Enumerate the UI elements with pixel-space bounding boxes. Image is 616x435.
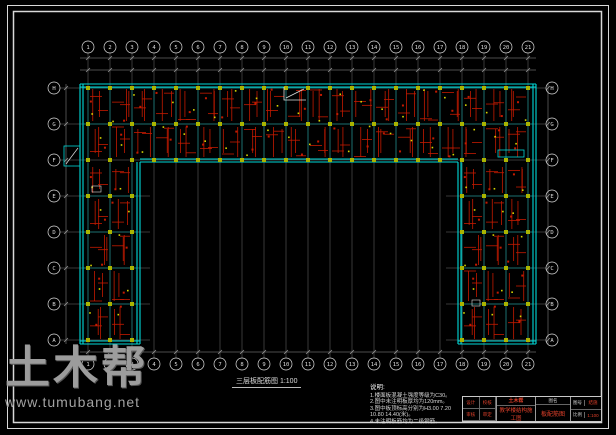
axis-label: 4 — [152, 45, 156, 51]
axis-label: B — [550, 302, 554, 308]
axis-label: 15 — [393, 45, 400, 51]
axis-label: 16 — [415, 45, 422, 51]
axis-label: 14 — [371, 362, 378, 368]
note-line: 2.图中未注明板厚均为120mm。 — [370, 399, 448, 405]
axis-label: C — [52, 266, 55, 272]
axis-label: 2 — [108, 362, 111, 368]
axis-label: C — [550, 266, 553, 272]
axis-label: 7 — [218, 45, 221, 51]
axis-label: 6 — [196, 362, 199, 368]
axis-label: 10 — [283, 362, 290, 368]
notes-heading: 说明: — [370, 384, 385, 391]
note-line: 4.未注明板筋均为二级钢筋。 — [370, 418, 441, 425]
drawing-no: 结施 — [588, 399, 598, 405]
axis-label: 6 — [196, 45, 199, 51]
axis-label: 11 — [305, 45, 312, 51]
role-cell: 设计 — [463, 397, 480, 409]
axis-label: 19 — [481, 45, 488, 51]
role-cell: 审定 — [479, 409, 496, 421]
axis-label: 21 — [525, 362, 532, 368]
axis-label: H — [550, 86, 553, 92]
axis-label: 16 — [415, 362, 422, 368]
axis-label: A — [550, 338, 554, 344]
axis-bubbles: 1122334455667788991010111112121313141415… — [47, 40, 559, 371]
drawing-name-label: 图名 — [536, 397, 570, 405]
axis-label: 21 — [525, 45, 532, 51]
axis-label: 12 — [327, 362, 334, 368]
yellow-tags — [89, 89, 527, 318]
drawing-no-label: 图号 — [571, 399, 585, 406]
drawing-no-row: 图号 结施 — [571, 397, 601, 410]
title-block-drawing: 图名 板配筋图 — [536, 397, 571, 421]
axis-label: 12 — [327, 45, 334, 51]
axis-label: 3 — [130, 362, 133, 368]
sheet-frame — [7, 5, 609, 429]
title-block-mid: 土木帮 教学楼结构施工图 — [497, 397, 536, 421]
axis-label: 2 — [108, 45, 111, 51]
axis-label: E — [52, 194, 55, 200]
axis-label: B — [52, 302, 56, 308]
axis-label: F — [52, 158, 55, 164]
axis-label: 20 — [503, 362, 510, 368]
axis-label: 14 — [371, 45, 378, 51]
axis-label: 5 — [174, 362, 177, 368]
axis-label: 17 — [437, 362, 444, 368]
project-name: 教学楼结构施工图 — [499, 407, 533, 422]
axis-label: 10 — [283, 45, 290, 51]
axis-label: G — [52, 122, 55, 128]
scale-row: 比例 1:100 — [571, 410, 601, 422]
company-name: 土木帮 — [497, 397, 535, 406]
note-line: 3.图中板顶标高分别为H3.00 7.20 10.80 14.40(米)。 — [370, 405, 451, 419]
axis-label: 3 — [130, 45, 133, 51]
scale-label: 比例 — [571, 412, 585, 419]
rebar-marks — [89, 88, 526, 339]
axis-label: 4 — [152, 362, 156, 368]
axis-label: 7 — [218, 362, 221, 368]
axis-label: 1 — [86, 45, 89, 51]
plan-details — [63, 87, 525, 307]
watermark-brand: 土木帮 — [5, 342, 150, 393]
axis-label: 20 — [503, 45, 510, 51]
axis-label: D — [550, 230, 553, 236]
notes-block: 说明: 1.楼面板混凝土强度等级为C30。 2.图中未注明板厚均为120mm。 … — [370, 384, 466, 425]
column-markers — [86, 86, 530, 342]
axis-label: 19 — [481, 362, 488, 368]
role-cell: 校核 — [479, 397, 496, 409]
drawing-name: 板配筋图 — [540, 411, 565, 418]
axis-label: D — [52, 230, 55, 236]
axis-grid-lines — [60, 53, 546, 358]
watermark: 土木帮 www.tumubang.net — [5, 342, 150, 411]
axis-label: 9 — [262, 45, 265, 51]
axis-label: F — [550, 158, 553, 164]
title-block: 设计 校核 审核 审定 土木帮 教学楼结构施工图 图名 板配筋图 图号 结施 比… — [462, 396, 602, 422]
axis-label: 5 — [174, 45, 177, 51]
axis-label: E — [550, 194, 553, 200]
axis-label: 8 — [240, 45, 243, 51]
axis-label: 9 — [262, 362, 265, 368]
title-block-roles: 设计 校核 审核 审定 — [463, 397, 497, 421]
axis-label: 13 — [349, 45, 356, 51]
axis-label: H — [52, 86, 55, 92]
axis-label: 18 — [459, 45, 466, 51]
plan-title: 三层板配筋图 1:100 — [232, 376, 302, 388]
axis-label: 11 — [305, 362, 312, 368]
role-cell: 审核 — [463, 409, 480, 421]
axis-label: 8 — [240, 362, 243, 368]
axis-label: 13 — [349, 362, 356, 368]
axis-label: 15 — [393, 362, 400, 368]
title-block-info: 图号 结施 比例 1:100 — [571, 397, 601, 421]
axis-label: 1 — [86, 362, 89, 368]
axis-label: A — [52, 338, 56, 344]
watermark-url: www.tumubang.net — [5, 394, 141, 410]
dimension-lines — [63, 55, 551, 355]
note-line: 1.楼面板混凝土强度等级为C30。 — [370, 392, 451, 399]
axis-label: G — [550, 122, 553, 128]
axis-label: 18 — [459, 362, 466, 368]
scale-value: 1:100 — [587, 412, 599, 418]
axis-label: 17 — [437, 45, 444, 51]
